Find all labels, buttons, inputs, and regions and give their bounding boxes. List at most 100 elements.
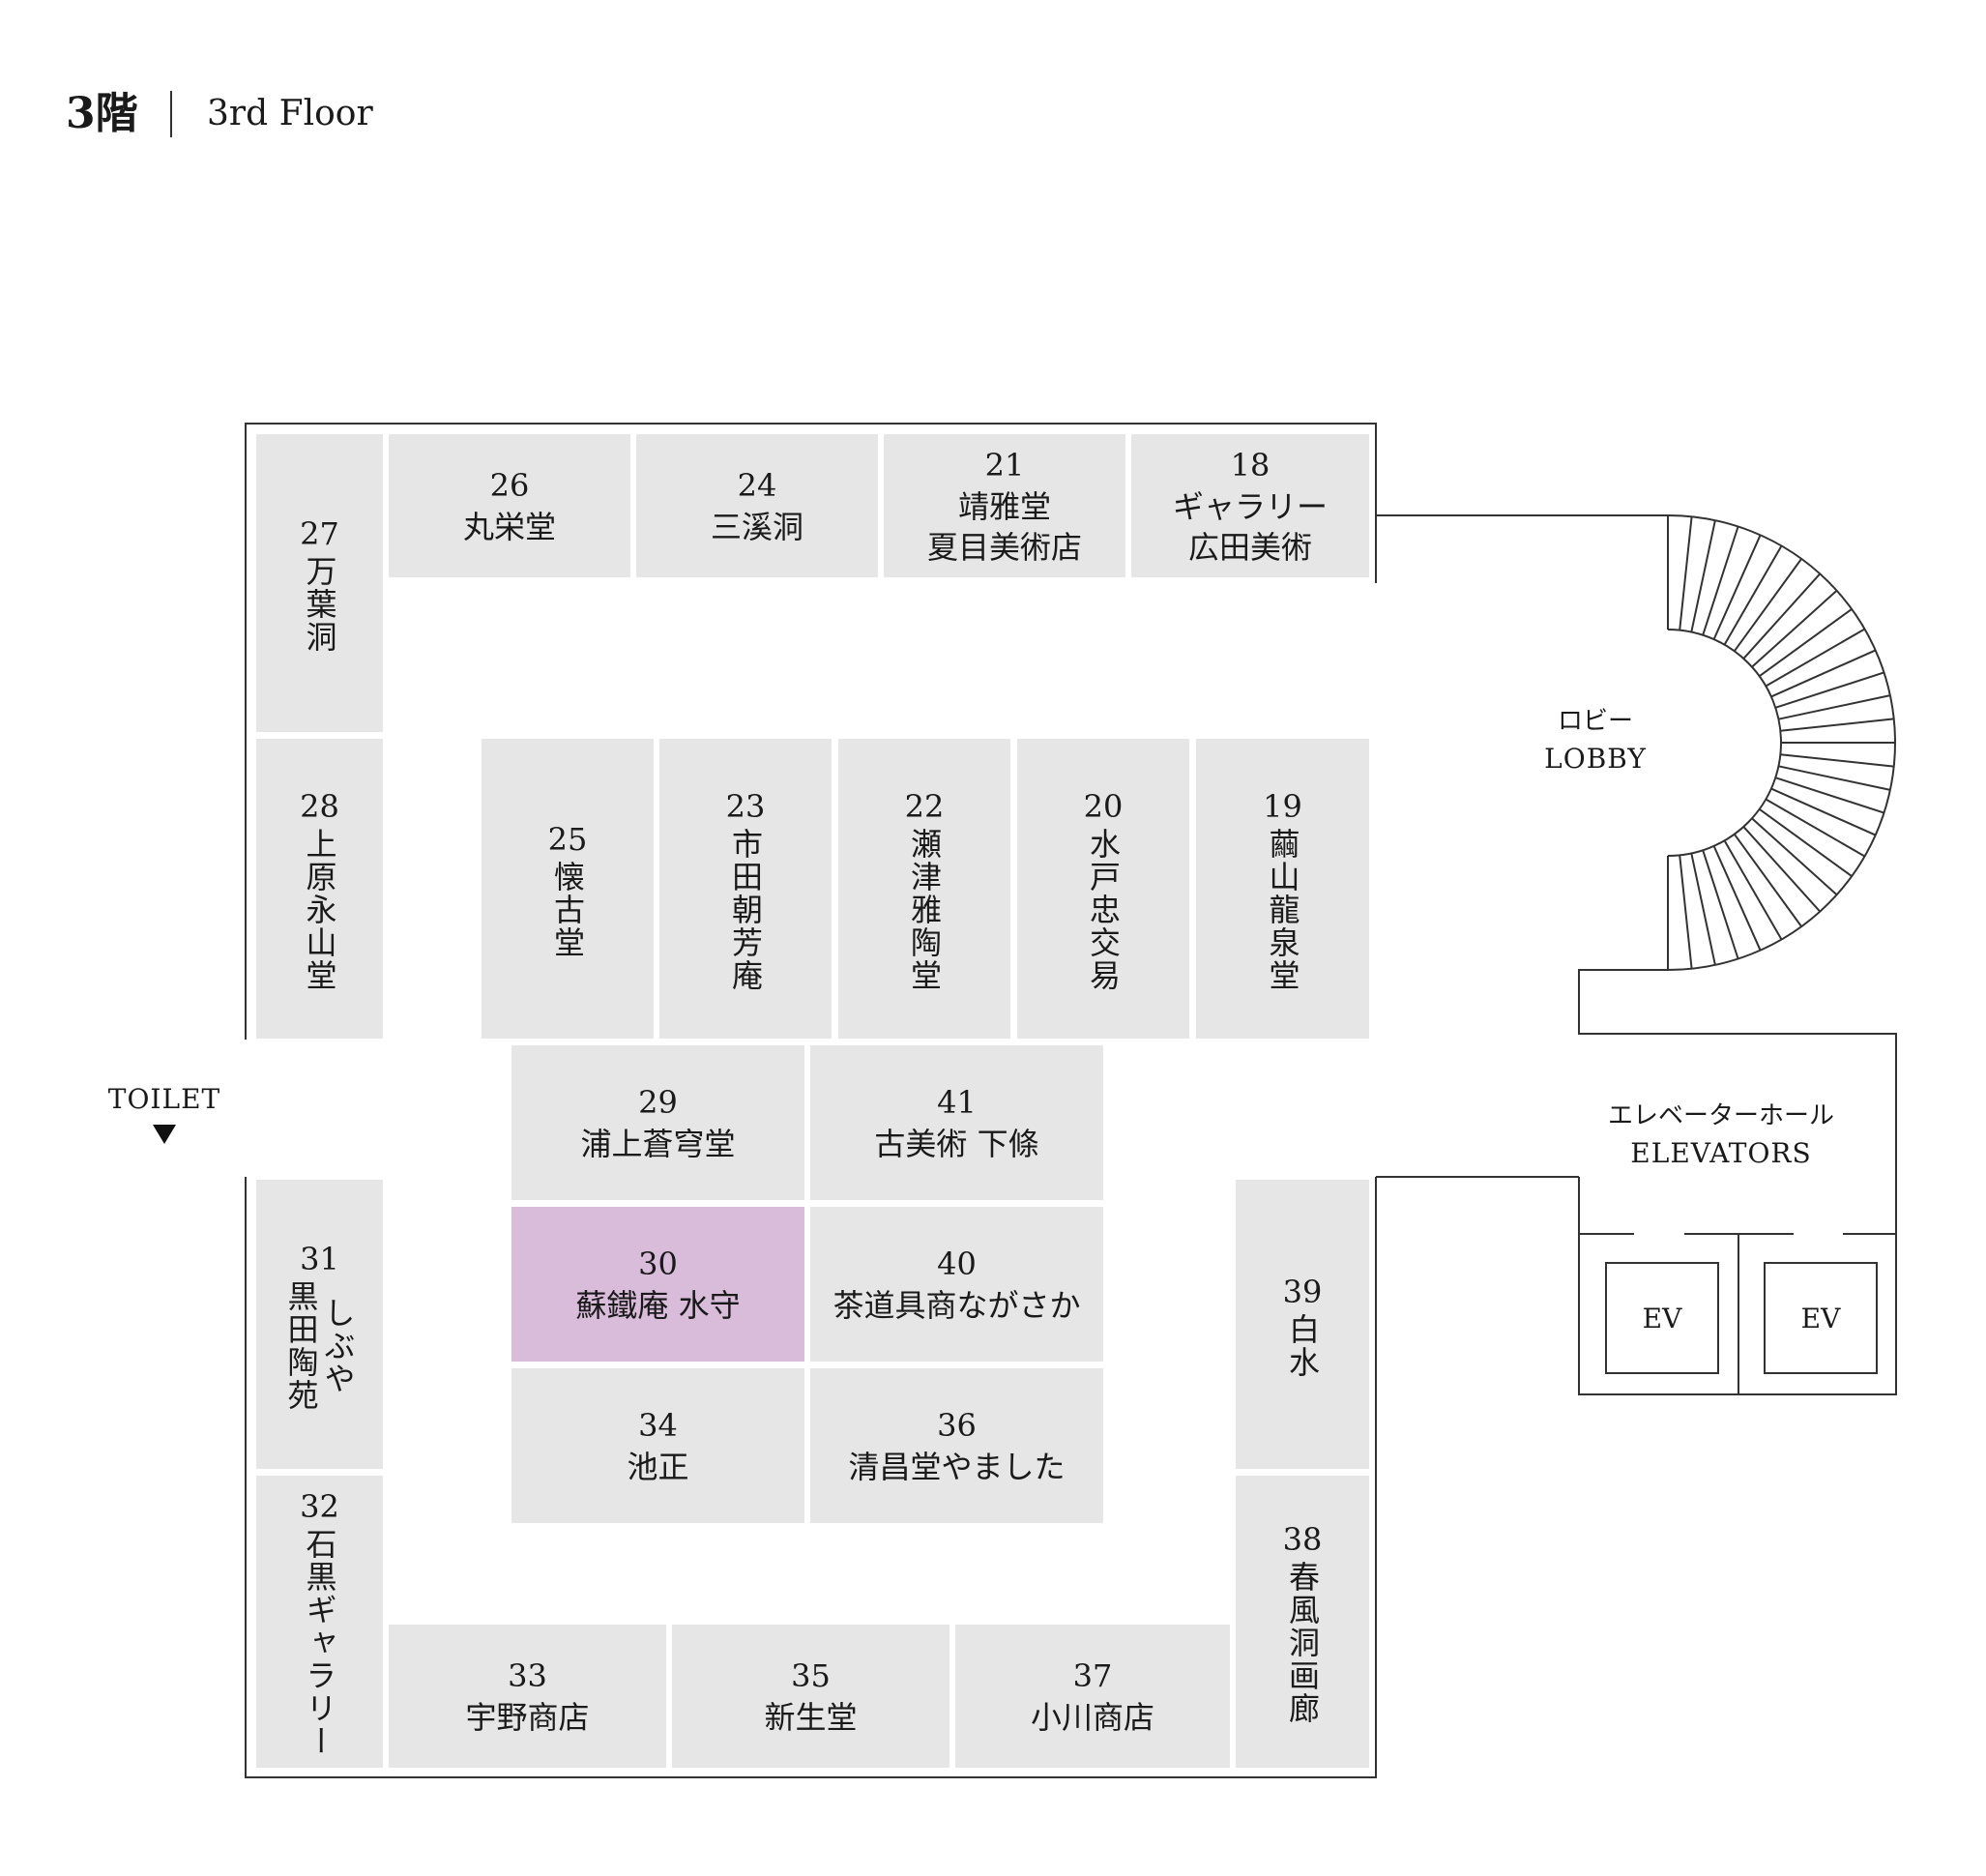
booth-36[interactable]: 36 清昌堂やました	[810, 1368, 1103, 1523]
booth-name: 宇野商店	[465, 1699, 590, 1736]
elevator-hall-label-en: ELEVATORS	[1630, 1137, 1812, 1169]
booth-name: 水戸忠交易	[1085, 828, 1122, 992]
elevator-1[interactable]: EV	[1605, 1262, 1719, 1374]
elevator-2[interactable]: EV	[1764, 1262, 1878, 1374]
stair-tread	[1723, 839, 1783, 940]
booth-number: 38	[1282, 1521, 1323, 1558]
booth-37[interactable]: 37 小川商店	[955, 1625, 1230, 1768]
booth-22[interactable]: 22 瀬津雅陶堂	[838, 739, 1010, 1039]
booth-39[interactable]: 39 白水	[1236, 1180, 1369, 1469]
booth-34[interactable]: 34 池正	[511, 1368, 804, 1523]
booth-20[interactable]: 20 水戸忠交易	[1017, 739, 1189, 1039]
booth-31[interactable]: 31 しぶや 黒田陶苑	[256, 1180, 383, 1469]
booth-name-col2: 黒田陶苑	[282, 1279, 320, 1412]
booth-38[interactable]: 38 春風洞画廊	[1236, 1476, 1369, 1768]
booth-name: 三溪洞	[710, 509, 803, 545]
booth-number: 36	[937, 1407, 977, 1444]
booth-name: 小川商店	[1030, 1699, 1154, 1736]
booth-name-line2: 広田美術	[1187, 529, 1312, 566]
booth-33[interactable]: 33 宇野商店	[389, 1625, 666, 1768]
booth-number: 24	[737, 467, 777, 504]
booth-30-highlighted[interactable]: 30 蘇鐵庵 水守	[511, 1207, 804, 1362]
booth-name: 繭山龍泉堂	[1264, 828, 1301, 992]
booth-35[interactable]: 35 新生堂	[672, 1625, 949, 1768]
stair-tread	[1780, 753, 1894, 768]
booth-name: 蘇鐵庵 水守	[575, 1287, 741, 1324]
booth-32[interactable]: 32 石黒ギャラリー	[256, 1476, 383, 1768]
booth-number: 35	[791, 1657, 831, 1694]
stair-tread	[1774, 671, 1884, 709]
stair-tread	[1742, 572, 1821, 660]
stair-inner-arc	[1667, 629, 1782, 857]
spiral-staircase	[1667, 514, 1896, 971]
hall-wall-bottom	[245, 1177, 1377, 1778]
stair-tread	[1690, 519, 1716, 632]
stair-tread	[1751, 817, 1838, 895]
booth-name-line1: ギャラリー	[1172, 488, 1328, 525]
booth-21[interactable]: 21 靖雅堂 夏目美術店	[884, 434, 1125, 577]
elevator-hall-label-jp: エレベーターホール	[1607, 1101, 1834, 1130]
stair-tread	[1733, 558, 1802, 652]
booth-name: 市田朝芳庵	[727, 828, 764, 992]
lobby-label: ロビー LOBBY	[1518, 703, 1673, 778]
booth-name: 古美術 下條	[874, 1126, 1039, 1162]
booth-number: 30	[638, 1246, 678, 1282]
stair-tread	[1679, 516, 1693, 630]
booth-name: 白水	[1284, 1312, 1321, 1379]
elevator-hall-wall	[1578, 969, 1897, 1395]
stair-tread	[1702, 849, 1739, 959]
booth-name-line1: 靖雅堂	[957, 488, 1051, 525]
stair-tread	[1778, 694, 1891, 720]
toilet-label: TOILET	[107, 1083, 221, 1115]
booth-29[interactable]: 29 浦上蒼穹堂	[511, 1045, 804, 1200]
booth-name: 茶道具商ながさか	[832, 1287, 1081, 1324]
booth-19[interactable]: 19 繭山龍泉堂	[1196, 739, 1369, 1039]
booth-name-line2: 夏目美術店	[926, 529, 1082, 566]
stair-tread	[1690, 853, 1716, 966]
booth-number: 33	[508, 1657, 547, 1694]
floor-title-jp: 3階	[66, 89, 138, 138]
stair-tread	[1712, 845, 1762, 952]
booth-25[interactable]: 25 懐古堂	[482, 739, 654, 1039]
booth-28[interactable]: 28 上原永山堂	[256, 739, 383, 1039]
lobby-label-en: LOBBY	[1544, 743, 1647, 775]
stair-tread	[1733, 834, 1802, 927]
stair-tread	[1765, 798, 1865, 858]
booth-number: 23	[725, 788, 766, 825]
stair-tread	[1770, 787, 1877, 836]
booth-name: 春風洞画廊	[1284, 1561, 1321, 1725]
stair-tread	[1770, 649, 1877, 698]
booth-41[interactable]: 41 古美術 下條	[810, 1045, 1103, 1200]
booth-24[interactable]: 24 三溪洞	[636, 434, 878, 577]
booth-40[interactable]: 40 茶道具商ながさか	[810, 1207, 1103, 1362]
booth-name: 浦上蒼穹堂	[580, 1126, 736, 1162]
booth-number: 22	[904, 788, 945, 825]
toilet-arrow-icon	[153, 1125, 176, 1144]
stair-tread	[1679, 855, 1693, 969]
booth-number: 26	[489, 467, 530, 504]
stair-tread	[1751, 590, 1838, 668]
stair-tread	[1759, 608, 1853, 678]
stair-tread	[1765, 628, 1865, 688]
booth-name: 清昌堂やました	[848, 1449, 1066, 1485]
stair-tread	[1723, 545, 1783, 646]
header-divider	[170, 91, 172, 137]
booth-23[interactable]: 23 市田朝芳庵	[659, 739, 832, 1039]
booth-name-columns: しぶや 黒田陶苑	[283, 1280, 357, 1412]
booth-name: 万葉洞	[301, 555, 338, 654]
stair-tread	[1742, 826, 1821, 913]
booth-name: 新生堂	[764, 1699, 858, 1736]
floor-title-en: 3rd Floor	[207, 94, 373, 133]
booth-26[interactable]: 26 丸栄堂	[389, 434, 630, 577]
booth-27[interactable]: 27 万葉洞	[256, 434, 383, 732]
stair-tread	[1780, 718, 1894, 732]
booth-number: 20	[1083, 788, 1124, 825]
booth-number: 40	[937, 1246, 977, 1282]
booth-18[interactable]: 18 ギャラリー 広田美術	[1131, 434, 1369, 577]
booth-number: 29	[638, 1084, 678, 1121]
booth-number: 32	[300, 1488, 339, 1525]
booth-name: 石黒ギャラリー	[301, 1528, 338, 1758]
stair-tread	[1702, 526, 1739, 636]
booth-number: 25	[547, 821, 588, 858]
booth-number: 27	[300, 515, 339, 552]
